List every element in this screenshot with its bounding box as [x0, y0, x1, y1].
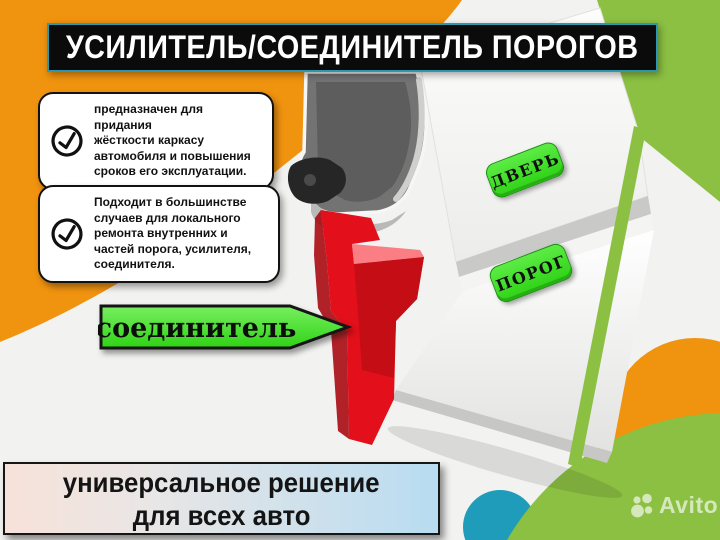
avito-logo-icon: [631, 493, 653, 518]
info-text-usage: Подходит в большинстве случаев для локал…: [94, 195, 252, 272]
door-sill-gap: [456, 196, 651, 277]
connector-label-text: соединитель: [98, 313, 296, 344]
green-diagonal-stripe: [568, 126, 646, 468]
sill-bottom-lip: [392, 390, 612, 463]
check-circle-icon: [51, 218, 83, 250]
info-text-purpose: предназначен для придания жёсткости карк…: [94, 102, 251, 179]
info-box-purpose: предназначен для придания жёсткости карк…: [38, 92, 274, 190]
footer-line2: для всех авто: [132, 499, 311, 531]
connector-red-highlight: [352, 244, 424, 264]
green-blob-bottom-right: [507, 413, 720, 540]
check-circle-icon: [51, 125, 83, 157]
avito-brand-text: Avito: [659, 491, 719, 518]
footer-banner: универсальное решение для всех авто: [3, 462, 440, 535]
connector-arrow-label: соединитель: [98, 304, 353, 350]
avito-watermark: Avito: [630, 491, 718, 519]
arrow-shape: [99, 304, 353, 350]
connector-red-inner: [354, 257, 424, 378]
sill-shadow: [387, 426, 623, 498]
clamp-highlight: [304, 174, 316, 186]
page-title: УСИЛИТЕЛЬ/СОЕДИНИТЕЛЬ ПОРОГОВ: [66, 29, 639, 65]
door-edge-highlight: [393, 77, 425, 202]
title-banner: УСИЛИТЕЛЬ/СОЕДИНИТЕЛЬ ПОРОГОВ: [47, 23, 658, 72]
info-box-usage: Подходит в большинстве случаев для локал…: [38, 185, 280, 283]
weatherstrip-clamp: [287, 157, 346, 204]
footer-line1: универсальное решение: [63, 466, 380, 498]
